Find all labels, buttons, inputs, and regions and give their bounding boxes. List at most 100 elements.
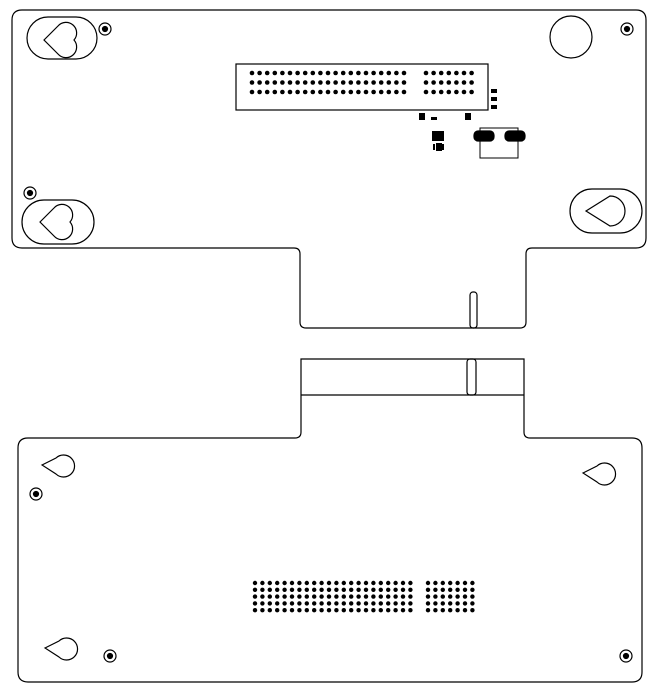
connector-pin-left bbox=[325, 80, 331, 85]
connector-pin-left bbox=[287, 89, 293, 95]
connector-pin-left bbox=[289, 580, 295, 586]
connector-pin-left bbox=[408, 608, 413, 613]
connector-pin-right bbox=[433, 587, 438, 592]
connector-pin-left bbox=[297, 608, 302, 613]
smd-pad-row bbox=[419, 113, 471, 120]
connector-pin-left bbox=[378, 89, 384, 95]
connector-pin-left bbox=[267, 601, 272, 606]
connector-pin-left bbox=[371, 580, 376, 586]
test-point-component bbox=[432, 131, 444, 151]
connector-pin-left bbox=[378, 601, 383, 606]
connector-pin-left bbox=[282, 587, 287, 592]
connector-pin-left bbox=[394, 89, 399, 95]
connector-pin-left bbox=[340, 89, 346, 95]
connector-pin-left bbox=[386, 594, 391, 599]
connector-pin-left bbox=[312, 580, 317, 586]
mount-screw-top-left bbox=[98, 22, 112, 36]
connector-pin-right bbox=[440, 608, 445, 613]
connector-pin-left bbox=[341, 594, 346, 599]
connector-pin-right bbox=[440, 587, 445, 592]
connector-pin-right bbox=[470, 608, 475, 613]
connector-pin-right bbox=[448, 608, 453, 613]
connector-pin-left bbox=[260, 608, 265, 613]
connector-pin-left bbox=[348, 89, 354, 95]
connector-pin-left bbox=[363, 70, 369, 76]
connector-pin-left bbox=[371, 594, 376, 599]
connector-pin-left bbox=[289, 608, 295, 613]
connector-pin-right bbox=[423, 89, 429, 95]
connector-pin-left bbox=[264, 89, 270, 95]
connector-pin-left bbox=[297, 580, 302, 586]
connector-pin-left bbox=[289, 594, 295, 599]
connector-pin-left bbox=[408, 601, 413, 606]
connector-pin-left bbox=[249, 80, 255, 85]
connector-pin-left bbox=[302, 70, 308, 76]
connector-pin-left bbox=[282, 601, 287, 606]
connector-pin-left bbox=[348, 80, 354, 85]
connector-pin-right bbox=[440, 594, 445, 599]
connector-pin-left bbox=[275, 601, 280, 606]
connector-pin-right bbox=[423, 70, 429, 76]
connector-pin-left bbox=[272, 89, 278, 95]
bottom-board-slot bbox=[466, 358, 477, 396]
connector-pin-left bbox=[334, 580, 339, 586]
connector-pin-left bbox=[289, 601, 295, 606]
connector-pin-left bbox=[326, 580, 332, 586]
connector-pin-right bbox=[470, 580, 475, 586]
connector-pin-left bbox=[304, 594, 309, 599]
bottom-connector-pins bbox=[252, 580, 475, 613]
connector-pin-right bbox=[454, 80, 459, 85]
connector-pin-left bbox=[272, 70, 278, 76]
connector-pin-right bbox=[469, 89, 474, 95]
connector-pin-left bbox=[400, 608, 406, 613]
connector-pin-left bbox=[257, 80, 262, 85]
connector-pin-left bbox=[326, 601, 332, 606]
connector-pin-left bbox=[349, 601, 354, 606]
connector-pin-right bbox=[455, 601, 460, 606]
connector-pin-right bbox=[423, 80, 429, 85]
connector-pin-right bbox=[425, 587, 431, 592]
connector-pin-left bbox=[386, 601, 391, 606]
connector-pin-left bbox=[319, 587, 324, 592]
connector-pin-left bbox=[394, 80, 399, 85]
connector-pin-left bbox=[371, 80, 376, 85]
connector-pin-left bbox=[341, 580, 346, 586]
connector-pin-left bbox=[341, 587, 346, 592]
connector-pin-left bbox=[371, 70, 376, 76]
connector-pin-left bbox=[326, 594, 332, 599]
connector-pin-left bbox=[264, 80, 270, 85]
connector-pin-right bbox=[455, 580, 460, 586]
connector-pin-left bbox=[249, 89, 255, 95]
connector-pin-left bbox=[280, 70, 285, 76]
connector-pin-left bbox=[371, 587, 376, 592]
connector-pin-left bbox=[260, 580, 265, 586]
connector-pin-left bbox=[312, 594, 317, 599]
connector-pin-right bbox=[433, 601, 438, 606]
connector-pin-right bbox=[448, 587, 453, 592]
connector-pin-left bbox=[349, 580, 354, 586]
connector-pin-left bbox=[363, 594, 369, 599]
connector-pin-left bbox=[312, 601, 317, 606]
connector-pin-left bbox=[267, 608, 272, 613]
connector-pin-left bbox=[302, 80, 308, 85]
smd-pad-column bbox=[491, 89, 497, 109]
connector-pin-left bbox=[295, 80, 300, 85]
connector-pin-right bbox=[462, 601, 468, 606]
connector-pin-left bbox=[257, 89, 262, 95]
connector-pin-left bbox=[378, 608, 383, 613]
connector-pin-right bbox=[446, 70, 452, 76]
connector-pin-left bbox=[363, 89, 369, 95]
connector-pin-left bbox=[282, 608, 287, 613]
connector-pin-left bbox=[378, 587, 383, 592]
connector-pin-right bbox=[461, 70, 467, 76]
connector-pin-left bbox=[260, 594, 265, 599]
connector-pin-right bbox=[433, 580, 438, 586]
keyhole-mount-top-left bbox=[26, 16, 98, 60]
connector-pin-left bbox=[249, 70, 255, 76]
connector-pin-left bbox=[275, 608, 280, 613]
connector-pin-right bbox=[470, 601, 475, 606]
connector-pin-left bbox=[304, 587, 309, 592]
connector-pin-left bbox=[295, 89, 300, 95]
connector-pin-left bbox=[356, 594, 361, 599]
